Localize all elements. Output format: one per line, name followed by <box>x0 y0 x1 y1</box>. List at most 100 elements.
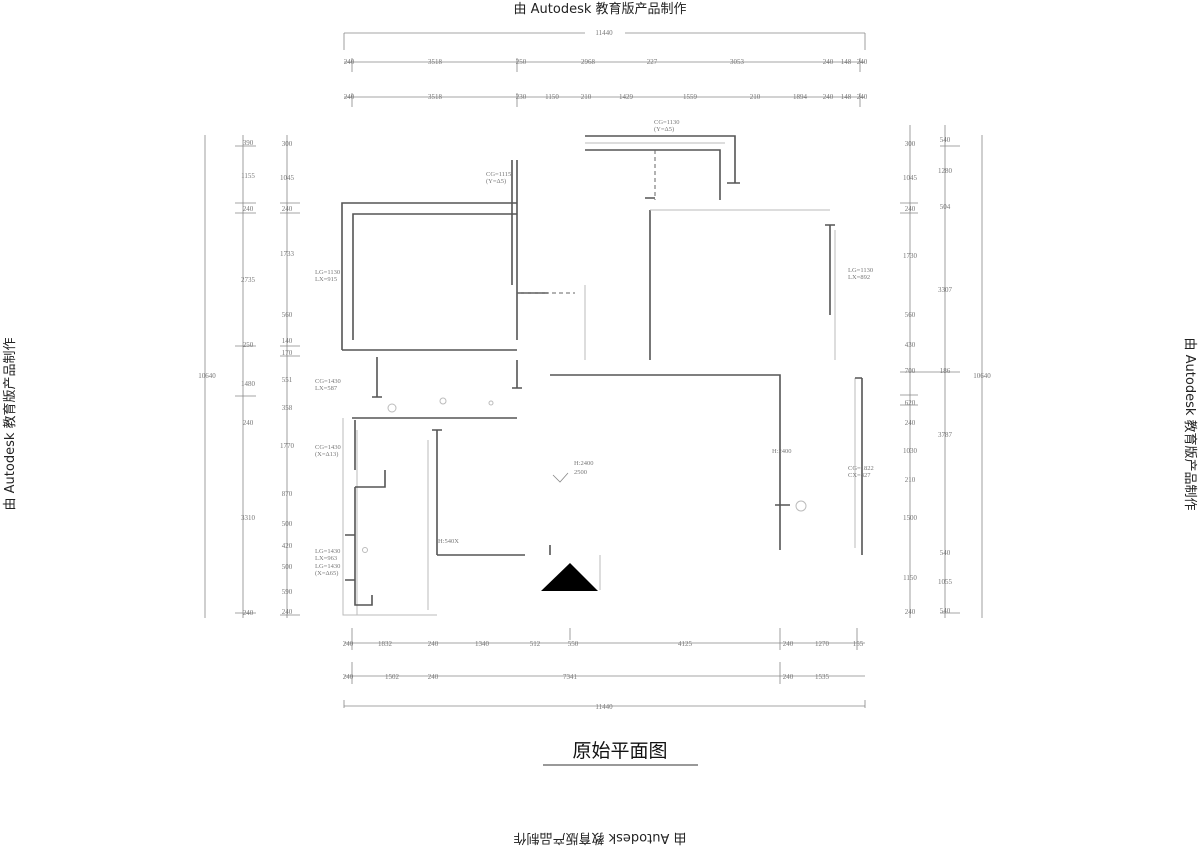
dimension-label: 240 <box>282 205 293 213</box>
annotation-label: H:2400 <box>574 460 594 467</box>
dimension-label: 7341 <box>563 673 578 681</box>
dimension-label: 1045 <box>903 174 918 182</box>
dimension-label: 504 <box>940 203 951 211</box>
dimension-label: 240 <box>344 93 355 101</box>
annotation-label: LX=915 <box>315 276 337 283</box>
dimension-label: 210 <box>905 476 916 484</box>
dimension-label: 240 <box>823 58 834 66</box>
dimension-label: 620 <box>905 399 916 407</box>
dimension-label: 227 <box>647 58 658 66</box>
annotation-label: CX=827 <box>848 472 871 479</box>
dimension-label: 300 <box>905 140 916 148</box>
left-dimensions: 10640 3901155240273525014802403310240300… <box>198 135 300 618</box>
dimension-label: 3053 <box>730 58 745 66</box>
dimension-label: 1480 <box>241 380 256 388</box>
dimension-label: 3787 <box>938 431 953 439</box>
annotation-label: CG=1115 <box>486 171 511 178</box>
dimension-label: 1429 <box>619 93 634 101</box>
annotation-label: LX=587 <box>315 385 338 392</box>
dimension-label: 358 <box>282 404 293 412</box>
dimension-label: 3518 <box>428 93 443 101</box>
dimension-label: 1730 <box>903 252 918 260</box>
dimension-label: 540 <box>940 136 951 144</box>
dimension-label: 430 <box>905 341 916 349</box>
annotation-label: H:2400 <box>772 448 792 455</box>
left-total: 10640 <box>198 372 216 380</box>
dimension-label: 240 <box>343 673 354 681</box>
annotation-label: LG=1430 <box>315 548 340 555</box>
dimension-label: 550 <box>568 640 579 648</box>
watermark-bottom: 由 Autodesk 教育版产品制作 <box>514 830 687 846</box>
annotation-label: LG=1130 <box>848 267 873 274</box>
dimension-label: 551 <box>282 376 293 384</box>
dimension-label: 210 <box>581 93 592 101</box>
dimension-label: 240 <box>428 673 439 681</box>
dimension-label: 1280 <box>938 167 953 175</box>
dimension-label: 870 <box>282 490 293 498</box>
north-marker-icon <box>541 563 598 591</box>
top-dimensions: 11440 240 3518 250 2968 227 3053 240 148 240 240 3… <box>343 27 868 107</box>
dimension-label: 420 <box>282 542 293 550</box>
dimension-label: 560 <box>905 311 916 319</box>
dimension-label: 1502 <box>385 673 400 681</box>
dimension-label: 240 <box>243 419 254 427</box>
dimension-label: 240 <box>905 419 916 427</box>
dimension-label: 250 <box>243 341 254 349</box>
dimension-label: 590 <box>282 588 293 596</box>
dimension-label: 2735 <box>241 276 256 284</box>
dimension-label: 240 <box>905 608 916 616</box>
dimension-label: 140 <box>282 337 293 345</box>
dimension-label: 3518 <box>428 58 443 66</box>
bottom-total: 11440 <box>595 703 613 711</box>
dimension-label: 540 <box>940 549 951 557</box>
dimension-label: 240 <box>783 640 794 648</box>
annotation-label: 2500 <box>574 469 587 476</box>
annotation-label: LX=892 <box>848 274 870 281</box>
dimension-label: 155 <box>853 640 864 648</box>
dimension-label: 540 <box>940 607 951 615</box>
dimension-label: 512 <box>530 640 541 648</box>
dimension-label: 240 <box>857 58 868 66</box>
top-total: 11440 <box>595 29 613 37</box>
dimension-label: 560 <box>282 311 293 319</box>
annotation-label: CG=1130 <box>654 119 679 126</box>
dimension-label: 2968 <box>581 58 596 66</box>
dimension-label: 1832 <box>378 640 393 648</box>
dimension-label: 1500 <box>903 514 918 522</box>
dimension-label: 1055 <box>938 578 953 586</box>
dimension-label: 1894 <box>793 93 808 101</box>
dimension-label: 500 <box>282 563 293 571</box>
dimension-label: 1155 <box>241 172 255 180</box>
dimension-label: 1030 <box>903 447 918 455</box>
annotation-label: CG=1430 <box>315 444 341 451</box>
dimension-label: 240 <box>243 205 254 213</box>
dimension-label: 1045 <box>280 174 295 182</box>
dimension-label: 240 <box>857 93 868 101</box>
dimension-label: 148 <box>841 58 852 66</box>
walls <box>341 135 863 616</box>
dimension-label: 3310 <box>241 514 256 522</box>
annotation-label: LG=1130 <box>315 269 340 276</box>
annotation-label: CG=1430 <box>315 378 341 385</box>
dimension-label: 390 <box>243 139 254 147</box>
dimension-label: 250 <box>516 58 527 66</box>
annotations: CG=1115(Y=Δ5)CG=1130(Y=Δ5)LG=1130LX=915C… <box>315 119 874 577</box>
dimension-label: 240 <box>282 608 293 616</box>
annotation-label: LX=963 <box>315 555 337 562</box>
dimension-label: 1733 <box>280 250 295 258</box>
dimension-label: 240 <box>905 205 916 213</box>
annotation-label: LG=1430 <box>315 563 340 570</box>
dimension-label: 240 <box>344 58 355 66</box>
annotation-label: (Y=Δ5) <box>486 178 506 185</box>
dimension-label: 1340 <box>475 640 490 648</box>
dimension-label: 3307 <box>938 286 953 294</box>
right-total: 10640 <box>973 372 991 380</box>
dimension-label: 240 <box>823 93 834 101</box>
dimension-label: 1150 <box>545 93 559 101</box>
dimension-label: 148 <box>841 93 852 101</box>
dimension-label: 240 <box>343 640 354 648</box>
dimension-label: 1270 <box>815 640 830 648</box>
annotation-label: H:540X <box>438 538 459 545</box>
